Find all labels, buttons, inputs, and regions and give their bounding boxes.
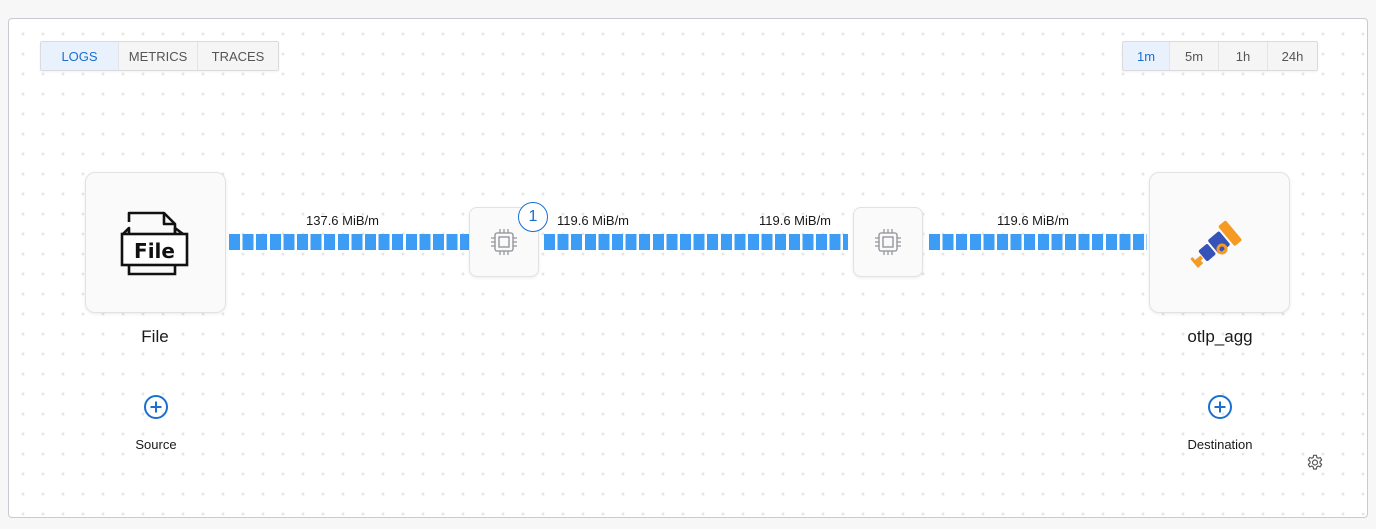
range-1h[interactable]: 1h [1219,42,1268,70]
flow-source-to-processor-1 [229,234,469,250]
telescope-icon [1190,220,1241,268]
processor-node-2[interactable] [853,207,923,277]
flow-rate-2: 119.6 MiB/m [557,213,630,228]
source-node-label: File [141,327,169,346]
tab-logs[interactable]: LOGS [41,42,119,70]
add-destination-label: Destination [1187,437,1253,452]
range-1m[interactable]: 1m [1123,42,1170,70]
flow-rate-4: 119.6 MiB/m [997,213,1070,228]
processor-count-badge: 1 [518,202,548,232]
tab-metrics[interactable]: METRICS [119,42,198,70]
add-destination-button[interactable] [1207,394,1233,420]
add-source-button[interactable] [143,394,169,420]
pipeline-canvas [8,18,1368,518]
destination-node-otlp-agg[interactable] [1149,172,1290,313]
flow-processor-1-to-processor-2 [544,234,848,250]
time-range-tabs: 1m 5m 1h 24h [1122,41,1318,71]
flow-rate-3: 119.6 MiB/m [759,213,832,228]
destination-node-label: otlp_agg [1187,327,1253,346]
signal-type-tabs: LOGS METRICS TRACES [40,41,279,71]
gear-icon[interactable] [1305,452,1325,472]
tab-traces[interactable]: TRACES [198,42,278,70]
range-24h[interactable]: 24h [1268,42,1317,70]
add-source-label: Source [135,437,177,452]
cpu-chip-icon [875,229,901,255]
file-icon: File [120,211,188,275]
svg-text:File: File [134,239,175,263]
flow-processor-2-to-destination [929,234,1147,250]
source-node-file[interactable]: File [85,172,226,313]
flow-rate-1: 137.6 MiB/m [306,213,379,228]
range-5m[interactable]: 5m [1170,42,1219,70]
cpu-chip-icon [491,229,517,255]
